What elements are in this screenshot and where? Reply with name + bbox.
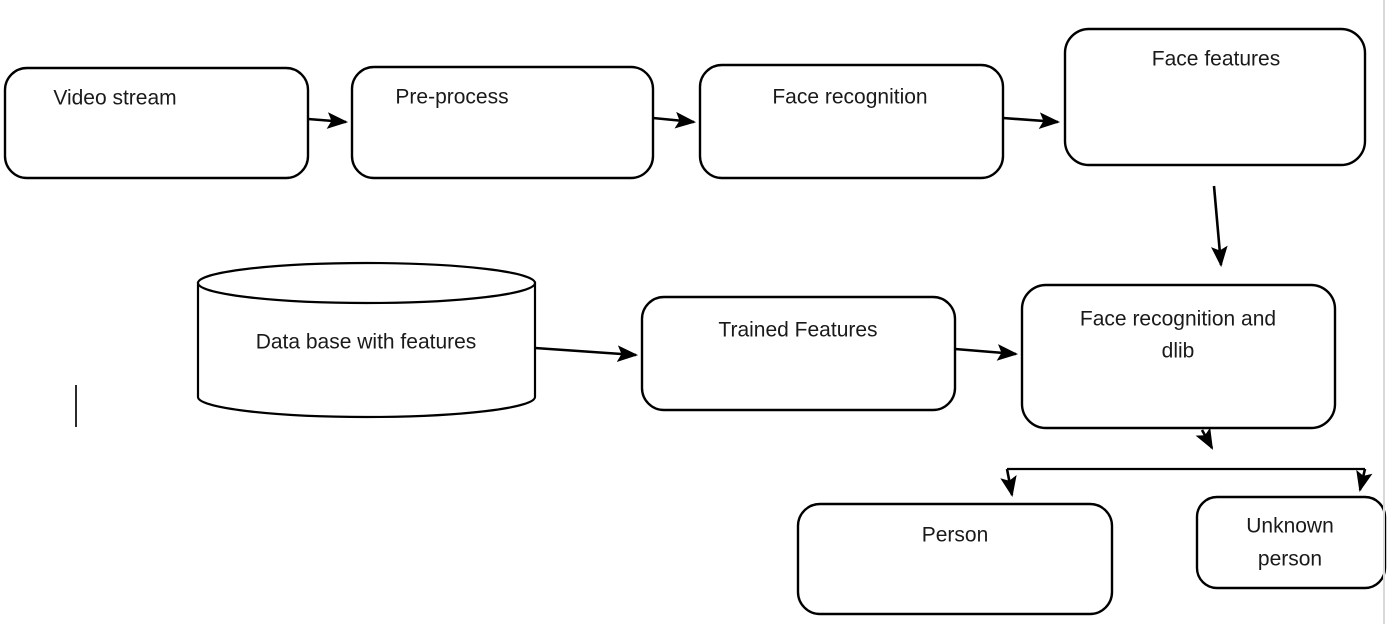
node-person[interactable]: Person — [796, 502, 1114, 616]
text-caret — [75, 385, 77, 427]
node-face-features[interactable]: Face features — [1063, 27, 1367, 167]
database-cylinder-body[interactable] — [196, 281, 537, 419]
page-edge-line — [1383, 0, 1385, 624]
node-database[interactable]: Data base with features — [196, 261, 537, 419]
node-pre-process[interactable]: Pre-process — [350, 65, 655, 180]
unknown-person-label-line1: Unknown — [1246, 515, 1334, 538]
person-label: Person — [922, 524, 989, 547]
trained-features-box[interactable] — [640, 295, 957, 412]
edge-facefeatures-to-dlib — [1211, 185, 1228, 268]
edge-branch-to-unknown-person — [1356, 468, 1373, 493]
person-box[interactable] — [796, 502, 1114, 616]
face-recognition-box[interactable] — [698, 63, 1005, 180]
database-cylinder-top — [196, 261, 537, 305]
face-features-box[interactable] — [1063, 27, 1367, 167]
node-face-recognition[interactable]: Face recognition — [698, 63, 1005, 180]
node-video-stream[interactable]: Video stream — [3, 66, 310, 180]
face-features-label: Face features — [1152, 48, 1280, 71]
trained-features-label: Trained Features — [718, 319, 877, 342]
edge-video-to-preprocess — [307, 112, 349, 129]
unknown-person-box[interactable] — [1195, 495, 1387, 590]
node-unknown-person[interactable]: Unknown person — [1195, 495, 1387, 590]
edge-dlib-to-branch — [1195, 427, 1214, 450]
edge-trained-to-dlib — [954, 344, 1019, 361]
video-stream-box[interactable] — [3, 66, 310, 180]
pre-process-label: Pre-process — [395, 86, 508, 109]
edge-facerecognition-to-facefeatures — [1002, 112, 1061, 129]
unknown-person-label-line2: person — [1258, 548, 1322, 571]
video-stream-label: Video stream — [53, 87, 176, 110]
edge-database-to-trained — [534, 345, 639, 363]
node-face-recognition-dlib[interactable]: Face recognition and dlib — [1020, 283, 1337, 430]
face-recognition-label: Face recognition — [772, 86, 927, 109]
edge-branch-to-person — [1000, 468, 1017, 498]
face-recognition-dlib-box[interactable] — [1020, 283, 1337, 430]
pre-process-box[interactable] — [350, 65, 655, 180]
database-label: Data base with features — [256, 331, 477, 354]
edge-preprocess-to-facerecognition — [652, 111, 697, 129]
face-recognition-dlib-label-line2: dlib — [1162, 340, 1195, 363]
face-recognition-dlib-label-line1: Face recognition and — [1080, 308, 1276, 331]
node-trained-features[interactable]: Trained Features — [640, 295, 957, 412]
